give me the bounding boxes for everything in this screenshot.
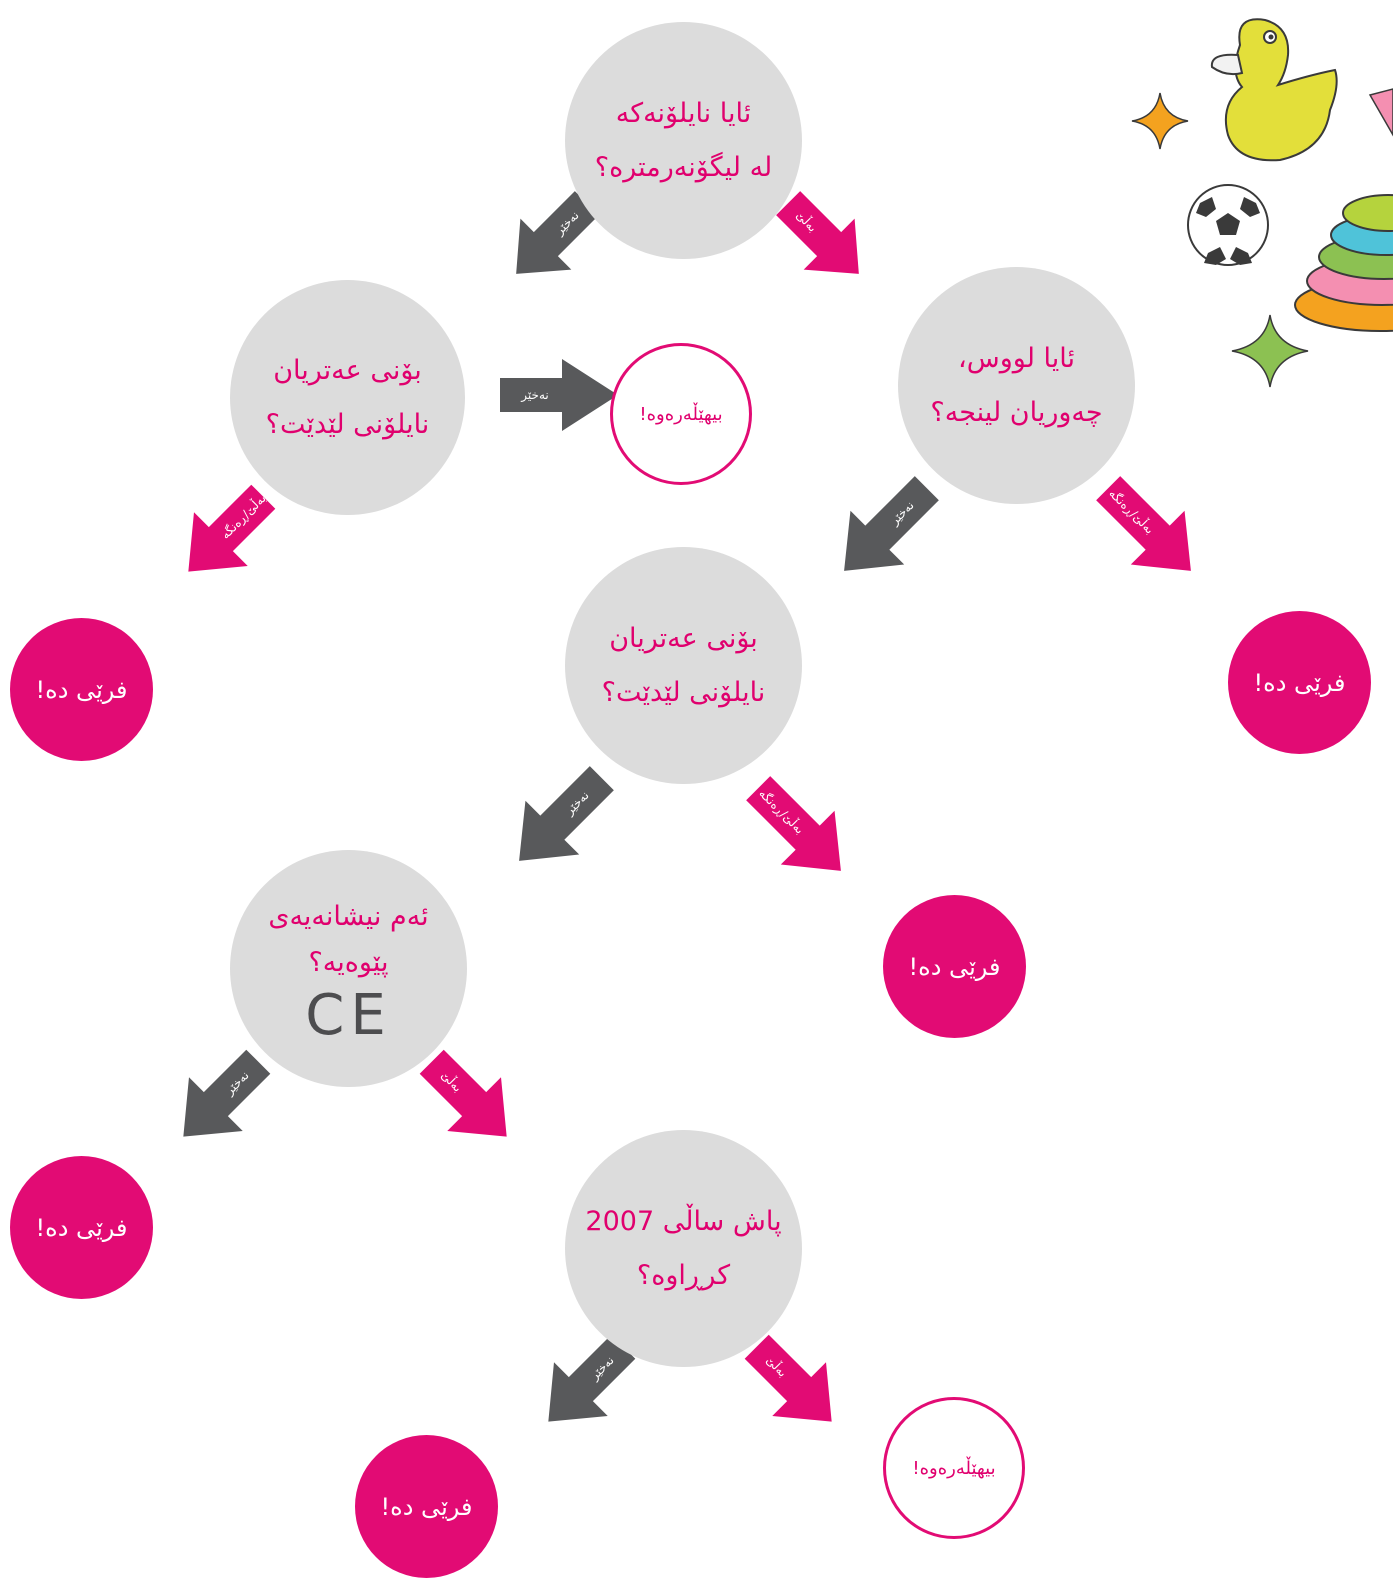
arrow-q1-yes: بەڵێ xyxy=(760,175,880,295)
arrow-q4-no: نەخێر xyxy=(485,745,635,885)
question-line: ئایا لووس، xyxy=(958,342,1075,374)
outcome-keep: بیهێڵەرەوە! xyxy=(883,1397,1025,1539)
question-line: کرڕاوە؟ xyxy=(636,1259,731,1291)
outcome-discard: فرێی دە! xyxy=(10,1156,153,1299)
outcome-label: فرێی دە! xyxy=(35,1213,128,1242)
outcome-label: فرێی دە! xyxy=(380,1492,473,1521)
question-line: چەوریان لینجە؟ xyxy=(930,396,1103,428)
outcome-discard: فرێی دە! xyxy=(883,895,1026,1038)
arrow-q1-no: نەخێر xyxy=(495,190,615,290)
question-line: بۆنی عەتریان xyxy=(273,354,422,386)
sparkle-icon xyxy=(1368,88,1393,137)
sparkle-icon xyxy=(1131,92,1189,150)
outcome-discard: فرێی دە! xyxy=(355,1435,498,1578)
arrow-q6-no: نەخێر xyxy=(515,1320,655,1440)
arrow-q3-no: نەخێر xyxy=(810,455,960,595)
question-line: پاش ساڵی 2007 xyxy=(585,1205,782,1237)
question-line: بۆنی عەتریان xyxy=(609,622,758,654)
arrow-q6-yes: بەڵێ xyxy=(725,1320,865,1440)
question-smells-perfume-2: بۆنی عەتریان نایلۆنی لێدێت؟ xyxy=(565,547,802,784)
question-bought-after-2007: پاش ساڵی 2007 کرڕاوە؟ xyxy=(565,1130,802,1367)
arrow-q2-yes: بەڵێ/ڕەنگە xyxy=(160,465,300,595)
outcome-label: فرێی دە! xyxy=(35,675,128,704)
arrow-q5-no: نەخێر xyxy=(150,1035,290,1155)
ce-mark-icon: CE xyxy=(305,982,392,1048)
question-ce-mark: ئەم نیشانەیەی پێوەیە؟ CE xyxy=(230,850,467,1087)
arrow-label-no: نەخێر xyxy=(520,388,548,403)
stacking-rings-icon xyxy=(1294,194,1393,332)
question-line: لە لیگۆنەرمترە؟ xyxy=(594,151,773,183)
question-smells-perfume: بۆنی عەتریان نایلۆنی لێدێت؟ xyxy=(230,280,465,515)
outcome-keep: بیهێڵەرەوە! xyxy=(610,343,752,485)
question-softer-than-pvc: ئایا نایلۆنەکە لە لیگۆنەرمترە؟ xyxy=(565,22,802,259)
outcome-label: بیهێڵەرەوە! xyxy=(639,403,723,425)
question-line: ئایا نایلۆنەکە xyxy=(615,97,752,129)
rubber-duck-icon xyxy=(1210,18,1338,162)
outcome-label: فرێی دە! xyxy=(908,952,1001,981)
question-line: نایلۆنی لێدێت؟ xyxy=(265,408,430,440)
outcome-discard: فرێی دە! xyxy=(1228,611,1371,754)
soccer-ball-icon xyxy=(1187,184,1269,266)
arrow-q2-no: نەخێر xyxy=(460,355,618,435)
arrow-q3-yes: بەڵێ/ڕەنگە xyxy=(1075,455,1225,595)
toys-illustration xyxy=(1130,15,1393,405)
question-smooth-greasy: ئایا لووس، چەوریان لینجە؟ xyxy=(898,267,1135,504)
question-line: ئەم نیشانەیەی xyxy=(268,900,429,932)
question-line: پێوەیە؟ xyxy=(308,946,389,978)
sparkle-icon xyxy=(1231,314,1309,388)
arrow-q5-yes: بەڵێ xyxy=(405,1040,545,1160)
outcome-label: فرێی دە! xyxy=(1253,668,1346,697)
outcome-label: بیهێڵەرەوە! xyxy=(912,1457,996,1479)
outcome-discard: فرێی دە! xyxy=(10,618,153,761)
question-line: نایلۆنی لێدێت؟ xyxy=(601,676,766,708)
arrow-q4-yes: بەڵێ/ڕەنگە xyxy=(725,755,875,895)
